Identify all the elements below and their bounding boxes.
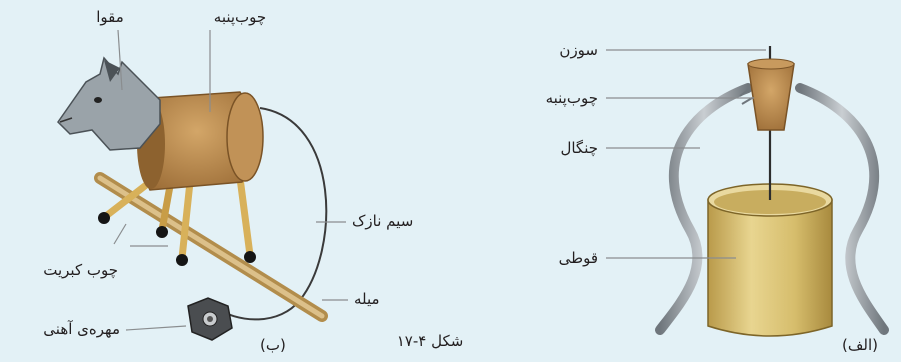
cardboard-head <box>58 58 160 150</box>
panel-a-label: (الف) <box>842 336 878 354</box>
label-cork-b: چوب‌پنبه <box>214 8 266 27</box>
label-cork-a: چوب‌پنبه <box>546 89 598 108</box>
label-needle: سوزن <box>559 41 598 59</box>
label-matchstick: چوب کبریت <box>43 261 118 279</box>
label-can: قوطی <box>559 249 598 267</box>
panel-a-illustration <box>660 46 884 336</box>
label-rod: میله <box>354 290 380 308</box>
panel-b-illustration <box>58 58 326 340</box>
panel-b-label: (ب) <box>260 336 286 354</box>
label-iron-nut: مهره‌ی آهنی <box>43 320 120 338</box>
can <box>708 184 832 336</box>
figure-caption: شکل ۴-۱۷ <box>397 332 464 350</box>
label-fork: چنگال <box>560 139 598 157</box>
label-thin-wire: سیم نازک <box>352 212 413 230</box>
cork-a <box>748 64 794 130</box>
iron-nut <box>188 298 232 340</box>
label-cardboard: مقوا <box>96 8 124 26</box>
